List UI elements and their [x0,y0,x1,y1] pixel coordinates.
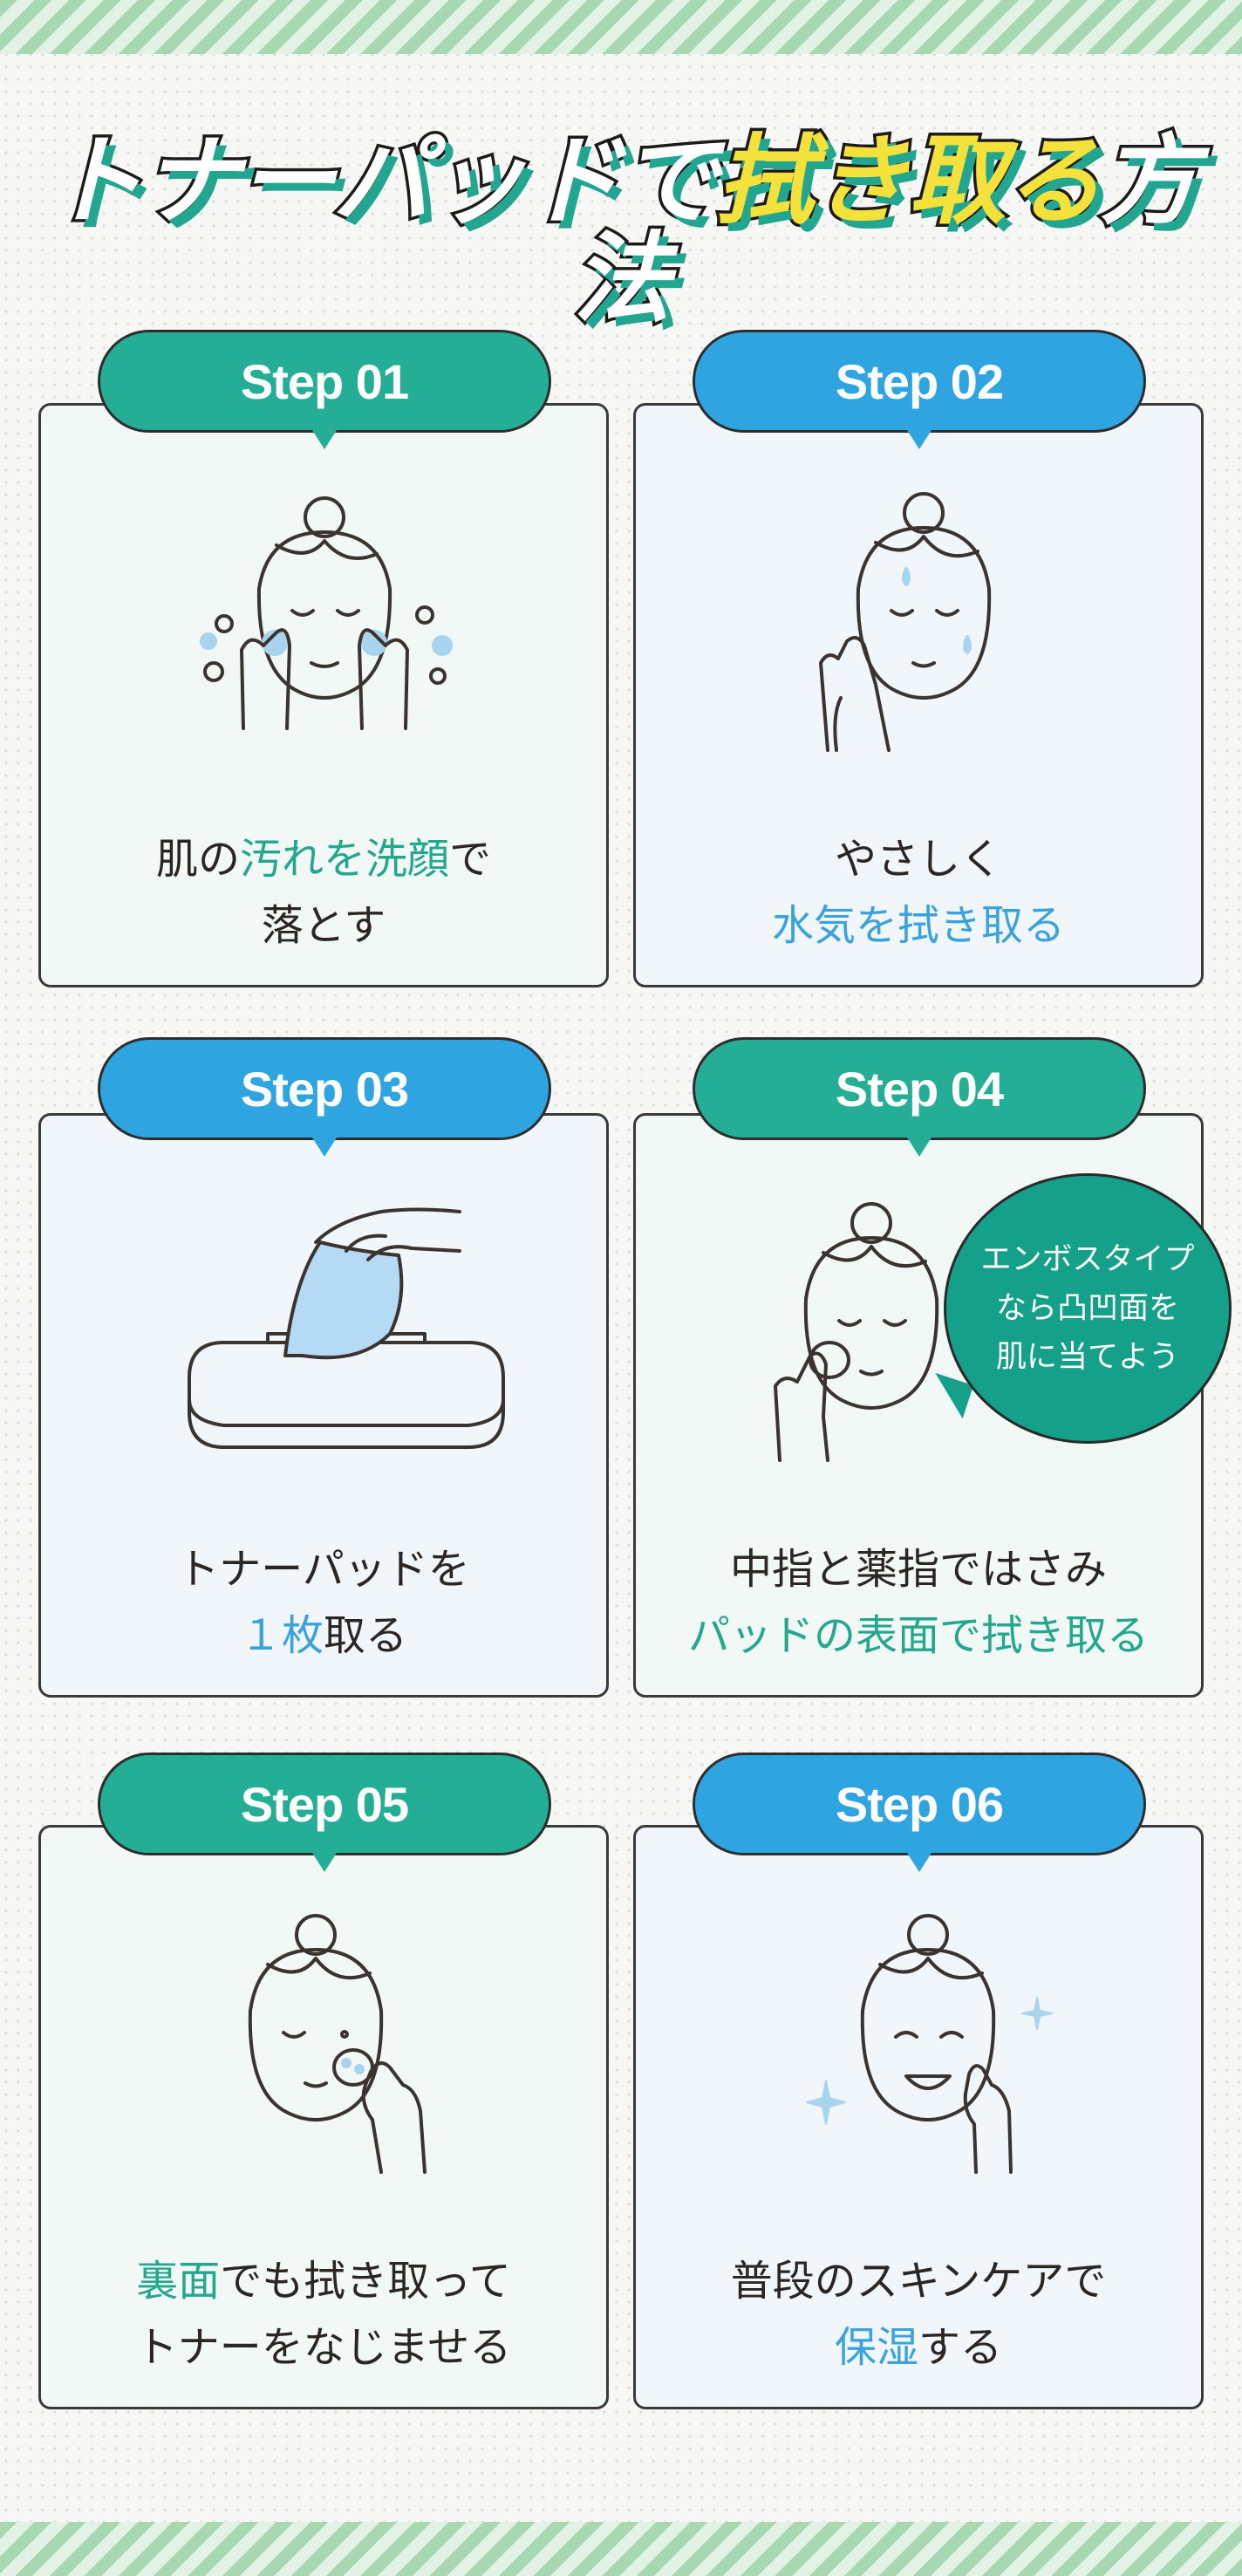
step-04-caption-line-1: 中指と薬指ではさみ [729,1545,1107,1594]
step-05-caption-line-2: トナーをなじませる [135,2323,512,2372]
title-part-3: 方法 [570,125,1200,336]
step-03-caption-line-2: １枚取る [239,1611,408,1660]
step-05-badge: Step 05 [98,1753,551,1872]
step-03-card: トナーパッドを １枚取る [38,1113,609,1698]
step-03-caption-line-1: トナーパッドを [177,1545,470,1594]
bottom-stripe-border [0,2522,1242,2576]
pad-container-icon [188,1207,505,1449]
step-01-card: 肌の汚れを洗顔で 落とす [38,403,609,987]
step-02-caption-line-2: 水気を拭き取る [771,901,1065,950]
step-01-badge: Step 01 [98,330,551,449]
speech-bubble-line-1: エンボスタイプ [980,1242,1195,1277]
step-05-caption-line-1: 裏面でも拭き取って [136,2257,511,2306]
pat-cheek-pad-icon [248,1914,427,2174]
towel-dry-face-icon [819,492,992,752]
step-02-label: Step 02 [835,353,1004,409]
step-01-caption-line-1: 肌の汚れを洗顔で [155,835,492,884]
step-06-card: 普段のスキンケアで 保湿する [633,1825,1204,2409]
step-03-label: Step 03 [240,1061,409,1117]
page-title: トナーパッドで拭き取る方法 [0,130,1242,331]
top-stripe-border [0,0,1242,54]
moisturize-face-icon [806,1914,1053,2174]
face-wash-icon [200,496,453,730]
step-03-badge: Step 03 [98,1037,551,1157]
step-04-caption: 中指と薬指ではさみ パッドの表面で拭き取る [636,1536,1201,1669]
step-02-card: やさしく 水気を拭き取る [633,403,1204,987]
step-06-caption: 普段のスキンケアで 保湿する [636,2248,1201,2381]
speech-bubble: エンボスタイプ なら凸凹面を 肌に当てよう [944,1173,1232,1444]
step-04-badge: Step 04 [693,1037,1146,1157]
step-06-caption-line-1: 普段のスキンケアで [730,2257,1107,2306]
step-06-badge: Step 06 [693,1753,1146,1872]
step-01-label: Step 01 [240,353,409,409]
step-02-caption: やさしく 水気を拭き取る [636,826,1201,959]
step-05-label: Step 05 [240,1776,409,1832]
step-02-caption-line-1: やさしく [834,835,1002,884]
step-03-caption: トナーパッドを １枚取る [41,1536,606,1669]
step-01-caption: 肌の汚れを洗顔で 落とす [41,826,606,959]
step-06-label: Step 06 [835,1776,1004,1832]
step-05-caption: 裏面でも拭き取って トナーをなじませる [41,2248,606,2381]
speech-bubble-line-3: 肌に当てよう [995,1340,1179,1375]
title-part-1: トナーパッドで [43,125,721,238]
step-02-badge: Step 02 [693,330,1146,449]
step-04-label: Step 04 [835,1061,1004,1117]
step-01-caption-line-2: 落とす [261,901,386,950]
wipe-face-pad-icon [774,1202,939,1462]
step-06-caption-line-2: 保湿する [834,2323,1003,2372]
title-part-2: 拭き取る [713,125,1105,238]
step-05-card: 裏面でも拭き取って トナーをなじませる [38,1825,609,2409]
step-04-caption-line-2: パッドの表面で拭き取る [687,1611,1149,1660]
speech-bubble-line-2: なら凸凹面を [995,1291,1179,1326]
